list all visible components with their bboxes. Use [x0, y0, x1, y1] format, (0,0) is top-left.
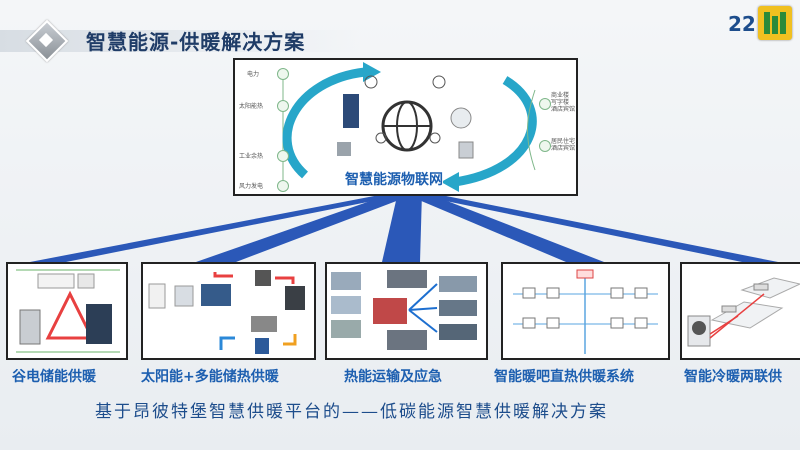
panel-diagram: [687, 277, 800, 347]
panel-valley-storage: [6, 262, 128, 360]
target-label: 居民住宅 酒店宾馆: [551, 138, 576, 152]
source-label: 太阳能热: [239, 103, 264, 110]
panel-diagram: [16, 269, 120, 353]
industrial-heat-icon: [277, 150, 289, 162]
power-icon: [277, 68, 289, 80]
solar-thermal-icon: [277, 100, 289, 112]
source-label: 工业余热: [239, 153, 264, 160]
ray-2: [196, 192, 420, 262]
title-stripe: [0, 30, 360, 52]
source-label: 风力发电: [239, 183, 264, 190]
panel-label: 智能冷暖两联供: [684, 369, 782, 385]
page-number: 22: [728, 12, 756, 36]
title-bar: 智慧能源-供暖解决方案: [0, 19, 800, 63]
panel-thermal-transport: [325, 262, 488, 360]
iot-diagram-graphic: [282, 62, 537, 192]
panel-diagram: [148, 270, 305, 354]
company-logo: [758, 6, 792, 40]
wind-power-icon: [277, 180, 289, 192]
panel-solar-multi-storage: [141, 262, 316, 360]
panel-label: 热能运输及应急: [344, 369, 442, 385]
panel-label: 谷电储能供暖: [12, 369, 96, 385]
panel-label: 智能暖吧直热供暖系统: [494, 369, 634, 385]
ray-5: [402, 192, 778, 262]
slogan: 基于昂彼特堡智慧供暖平台的——低碳能源智慧供暖解决方案: [95, 402, 608, 422]
source-label: 电力: [247, 71, 260, 78]
page-title: 智慧能源-供暖解决方案: [86, 30, 306, 54]
panel-label: 太阳能+多能储热供暖: [141, 369, 279, 385]
panel-diagram: [513, 269, 658, 354]
target-label: 商业楼 写字楼 酒店宾馆: [551, 92, 576, 113]
residence-icon: [539, 140, 551, 152]
ray-3: [382, 192, 422, 262]
panel-smart-direct-heating: [501, 262, 670, 360]
panel-cooling-heating-combo: [680, 262, 800, 360]
iot-label: 智慧能源物联网: [345, 169, 443, 189]
ray-1: [30, 192, 418, 262]
ray-4: [400, 192, 604, 262]
panel-diagram: [331, 270, 477, 350]
building-icon: [539, 98, 551, 110]
